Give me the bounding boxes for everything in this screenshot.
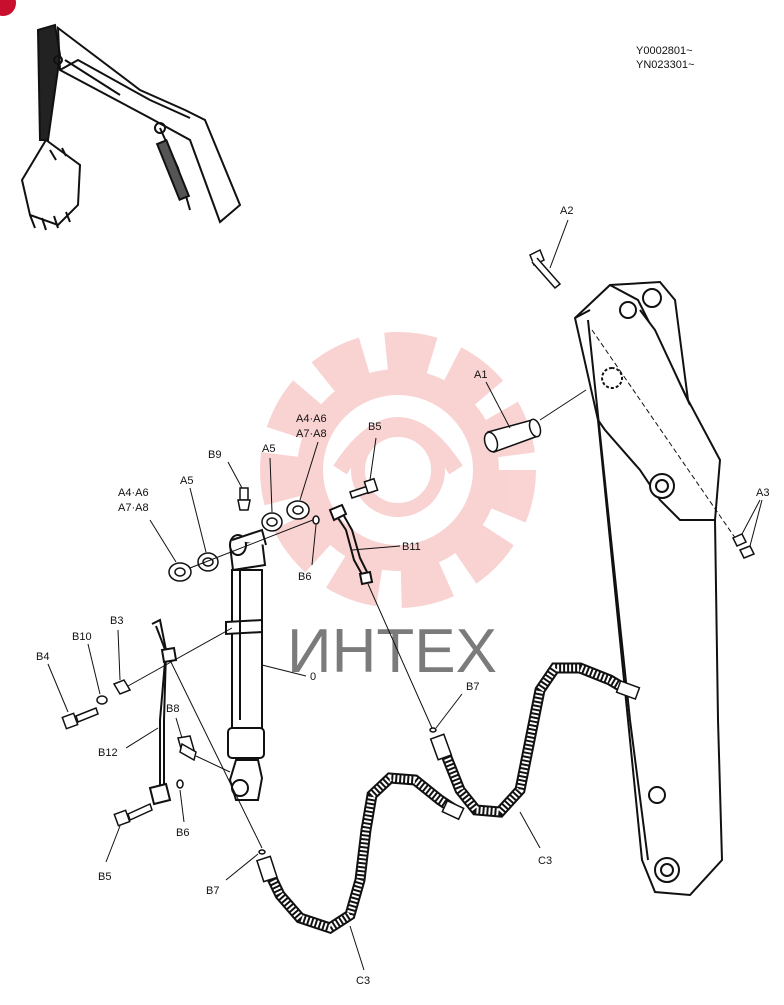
label-b10: B10: [72, 631, 92, 643]
leader-b10: [87, 643, 101, 695]
watermark-text: ИНТЕХ: [287, 617, 497, 686]
serial-range: Y0002801~ YN023301~: [636, 44, 694, 72]
label-b8: B8: [166, 703, 179, 715]
axis-b3: [127, 627, 233, 687]
label-b7-right: B7: [466, 681, 479, 693]
bolt-b5-top: [349, 477, 379, 499]
label-a3: A3: [756, 487, 769, 499]
block-b3: [112, 679, 132, 695]
leader-a1: [485, 381, 511, 429]
leader-a3-1: [741, 499, 761, 535]
pipe-b11: [328, 503, 374, 586]
watermark-gear: [260, 332, 536, 608]
leader-b5-bottom: [105, 825, 121, 863]
axis-washers: [189, 517, 319, 569]
leader-b9: [227, 461, 243, 489]
label-b5-bottom: B5: [98, 871, 111, 883]
label-a4a6-right: A4·A6: [296, 413, 327, 425]
leader-b6-top: [311, 524, 317, 566]
oring-b6-bottom: [176, 779, 184, 789]
hydraulic-cylinder: [225, 528, 267, 801]
boom-arm: [573, 280, 724, 897]
leader-b3: [117, 629, 121, 681]
leader-a4-left: [149, 519, 177, 563]
label-a5-left: A5: [180, 475, 193, 487]
label-b5-top: B5: [368, 421, 381, 433]
leader-a4-right: [299, 441, 319, 501]
leader-a5-left: [189, 487, 207, 553]
label-b11: B11: [402, 541, 421, 553]
pin-a1: [483, 418, 542, 453]
label-c3-right: C3: [538, 855, 552, 867]
leader-b8: [175, 717, 183, 739]
washer-b10: [96, 695, 108, 705]
leader-dashed-a3: [591, 329, 741, 546]
label-b6-top: B6: [298, 571, 311, 583]
hose-c3-left: [255, 772, 465, 935]
label-a2: A2: [560, 205, 573, 217]
label-a4a6-left: A4·A6: [118, 487, 149, 499]
leader-b11: [351, 545, 401, 551]
label-cyl: 0: [310, 671, 316, 683]
label-c3-left: C3: [356, 975, 370, 987]
leader-c3-right: [519, 811, 541, 849]
washers-right: [261, 500, 310, 532]
leader-a2: [549, 219, 569, 269]
bolt-b4: [61, 707, 99, 730]
inset-machine-sketch: [20, 23, 242, 231]
axis-b8: [195, 755, 231, 773]
axis-a1: [539, 389, 587, 421]
leader-a3-2: [749, 499, 763, 547]
bolt-b5-bottom: [113, 802, 153, 827]
bolt-a2: [529, 248, 562, 290]
serial-line-1: Y0002801~: [636, 45, 693, 57]
axis-b11-down: [367, 583, 433, 729]
axis-b12-down: [167, 655, 263, 849]
label-a1: A1: [474, 369, 487, 381]
fitting-b8: [177, 735, 197, 762]
leader-b7-right: [435, 693, 463, 729]
label-b4: B4: [36, 651, 49, 663]
label-b7-left: B7: [206, 885, 219, 897]
corner-badge: [0, 0, 16, 16]
grease-nipple-b9: [237, 487, 251, 511]
label-b6-bottom: B6: [176, 827, 189, 839]
part-labels: A2 A1 A3 A4·A6 A7·A8 B5 A5 B9 A5 A4·A6 A…: [36, 205, 769, 987]
oring-b7-right: [429, 727, 437, 733]
leader-b12: [125, 727, 159, 749]
leader-b6-bottom: [179, 789, 185, 823]
leader-b5-top: [369, 437, 377, 481]
leader-a5-right: [269, 457, 273, 513]
label-a5-right: A5: [262, 443, 275, 455]
oring-b7-left: [258, 849, 266, 855]
hose-c3-right: [429, 662, 641, 818]
label-a7a8-right: A7·A8: [296, 428, 327, 440]
label-b3: B3: [110, 615, 123, 627]
leader-b7-left: [225, 853, 259, 881]
pipe-b12: [148, 618, 178, 806]
label-b9: B9: [208, 449, 221, 461]
nuts-a3: [731, 533, 756, 559]
leader-c3-left: [349, 925, 365, 971]
label-b12: B12: [98, 747, 118, 759]
leader-b4: [47, 663, 69, 713]
label-a7a8-left: A7·A8: [118, 502, 149, 514]
leader-cyl: [261, 664, 307, 677]
serial-line-2: YN023301~: [636, 59, 695, 71]
oring-b6-top: [312, 515, 320, 525]
